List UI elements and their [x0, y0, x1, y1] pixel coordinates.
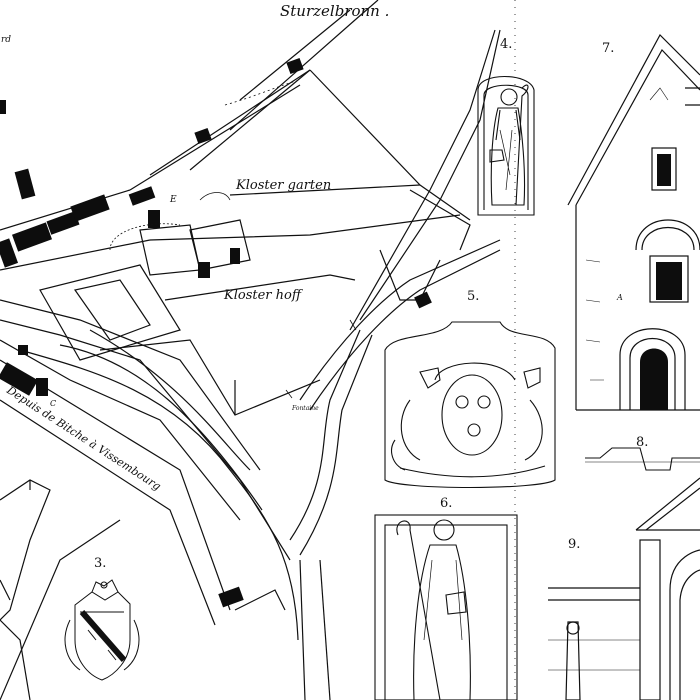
kloster-garten-label: Kloster garten	[235, 178, 331, 193]
map-buildings	[0, 57, 432, 608]
figure-number-3: 3.	[94, 556, 106, 571]
map-details	[109, 79, 357, 399]
marker-a: A	[616, 293, 623, 302]
figure-number-6: 6.	[440, 496, 452, 511]
village-label: Sturzelbronn .	[280, 2, 389, 20]
road-label: Depuis de Bitche à Vissembourg	[4, 383, 164, 493]
figure-number-5: 5.	[467, 289, 479, 304]
marker-e: E	[169, 195, 177, 205]
fontaine-label: Fontaine	[291, 405, 319, 412]
coat-of-arms-figure-3	[64, 579, 140, 681]
figure-number-4: 4.	[500, 37, 512, 52]
figure-number-8: 8.	[636, 435, 648, 450]
marker-c: C	[50, 399, 56, 408]
sculpted-panel-figure-5	[384, 321, 556, 489]
tomb-slab-figure-6	[374, 514, 518, 700]
corner-fragment-label: rd	[1, 35, 11, 45]
map-roads	[0, 0, 501, 700]
figure-number-9: 9.	[568, 537, 580, 552]
figure-number-7: 7.	[602, 41, 614, 56]
portal-figure-9	[548, 477, 700, 700]
monk-niche-figure-4	[477, 75, 535, 216]
moulding-profile-figure-8	[585, 447, 700, 471]
kloster-hoff-label: Kloster hoff	[223, 288, 304, 303]
chapel-facade-figure-7	[567, 34, 700, 411]
